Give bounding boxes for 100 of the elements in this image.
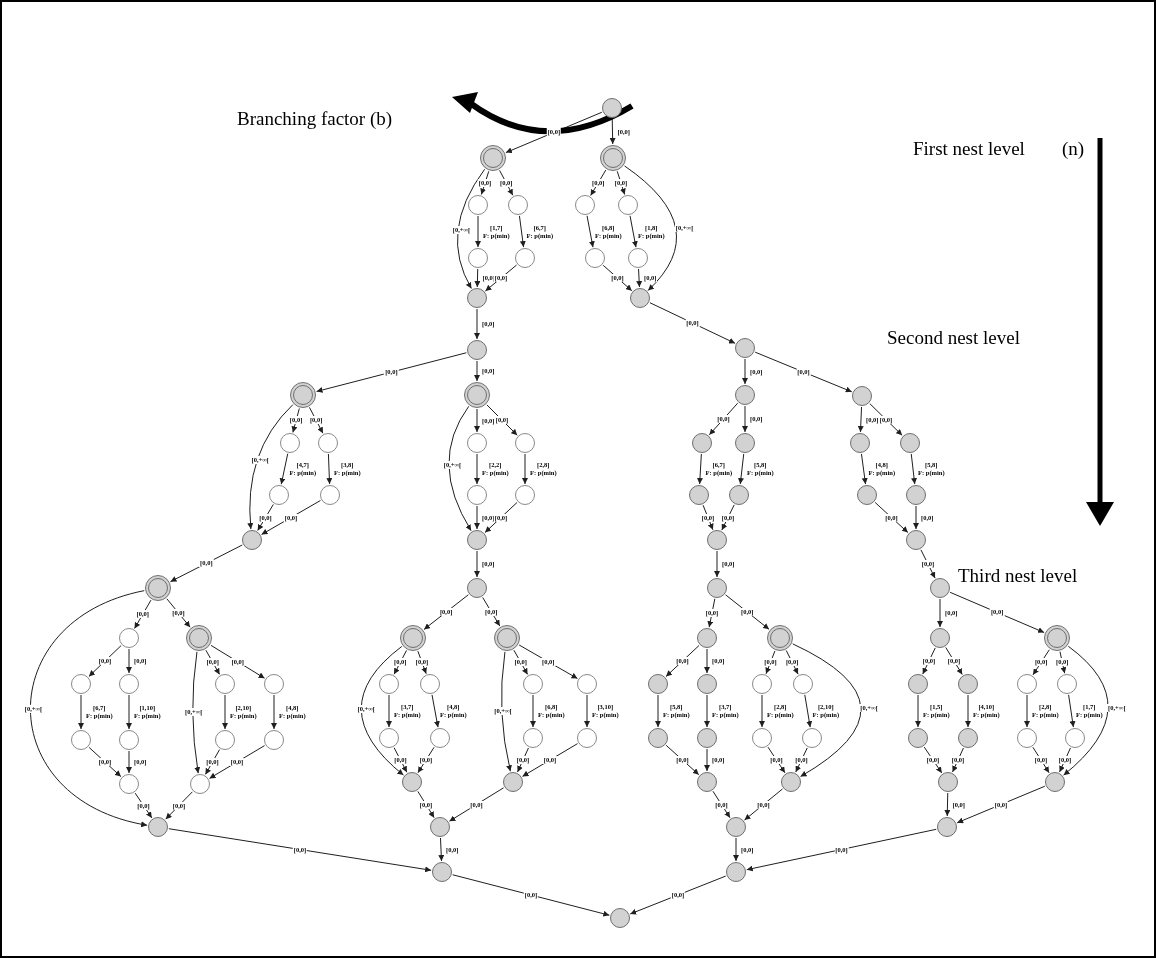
arrow bbox=[869, 403, 903, 436]
empty-state-node bbox=[119, 628, 139, 648]
arrow bbox=[474, 453, 480, 485]
shaded-state-node bbox=[402, 772, 422, 792]
arrow bbox=[204, 749, 221, 775]
shaded-state-node bbox=[630, 288, 650, 308]
empty-state-node bbox=[119, 674, 139, 694]
arrow bbox=[792, 643, 862, 777]
arrow bbox=[291, 408, 300, 433]
arrow bbox=[480, 170, 490, 195]
arrow bbox=[482, 596, 501, 627]
arrow bbox=[1068, 694, 1076, 728]
shaded-state-node bbox=[906, 485, 926, 505]
empty-state-node bbox=[430, 728, 450, 748]
arrow bbox=[1024, 694, 1030, 728]
arrow bbox=[486, 404, 518, 436]
arrow bbox=[742, 405, 748, 433]
arrow bbox=[530, 694, 536, 728]
arrow bbox=[616, 170, 626, 195]
arrow bbox=[704, 648, 710, 674]
arrow bbox=[423, 594, 469, 630]
arrow bbox=[923, 746, 943, 774]
arrow bbox=[949, 591, 1045, 633]
arrow bbox=[522, 453, 528, 485]
shaded-state-node bbox=[735, 385, 755, 405]
arrow bbox=[920, 549, 936, 579]
arrow bbox=[785, 650, 799, 675]
shaded-state-node bbox=[938, 772, 958, 792]
shaded-state-node bbox=[726, 862, 746, 882]
empty-state-node bbox=[71, 730, 91, 750]
arrow bbox=[386, 694, 392, 728]
arrow bbox=[922, 647, 936, 675]
shaded-state-node bbox=[726, 817, 746, 837]
shaded-state-node bbox=[900, 433, 920, 453]
arrow bbox=[499, 169, 514, 196]
arrow bbox=[134, 792, 153, 819]
level-caption: Branching factor (b) bbox=[237, 108, 393, 130]
empty-state-node bbox=[468, 195, 488, 215]
level-caption: (n) bbox=[1062, 138, 1085, 160]
shaded-state-node bbox=[735, 433, 755, 453]
arrow bbox=[417, 790, 435, 819]
empty-state-node bbox=[420, 674, 440, 694]
arrow bbox=[956, 785, 1046, 824]
arrow bbox=[168, 828, 432, 873]
arrow bbox=[913, 505, 919, 530]
shaded-state-node bbox=[735, 338, 755, 358]
arrow bbox=[754, 351, 853, 393]
arrow bbox=[431, 694, 440, 728]
shaded-state-node bbox=[852, 386, 872, 406]
shaded-state-node bbox=[697, 628, 717, 648]
shaded-state-node bbox=[958, 728, 978, 748]
arrow bbox=[725, 594, 770, 630]
arrow bbox=[965, 694, 971, 728]
arrow bbox=[636, 268, 643, 288]
level-caption: Third nest level bbox=[958, 565, 1078, 587]
empty-state-node bbox=[1017, 728, 1037, 748]
empty-state-node bbox=[802, 728, 822, 748]
shaded-state-node bbox=[729, 485, 749, 505]
empty-state-node bbox=[515, 433, 535, 453]
empty-state-node bbox=[1065, 728, 1085, 748]
empty-state-node bbox=[752, 674, 772, 694]
arrow bbox=[474, 308, 480, 340]
arrow bbox=[721, 504, 735, 531]
shaded-state-node bbox=[602, 98, 622, 118]
arrow bbox=[393, 747, 408, 773]
empty-state-node bbox=[379, 674, 399, 694]
arrow bbox=[271, 694, 277, 730]
arrow bbox=[521, 743, 579, 777]
arrow bbox=[205, 649, 221, 675]
shaded-state-node bbox=[958, 674, 978, 694]
arrow bbox=[326, 453, 333, 485]
arrow bbox=[247, 404, 294, 530]
arrow bbox=[518, 215, 526, 248]
arrow bbox=[590, 169, 607, 197]
arrow bbox=[742, 358, 748, 385]
arrow bbox=[279, 453, 289, 485]
arrow bbox=[474, 360, 480, 382]
arrow bbox=[952, 747, 964, 773]
shaded-state-node bbox=[707, 530, 727, 550]
arrow bbox=[737, 453, 745, 485]
arrow bbox=[584, 694, 590, 728]
arrow bbox=[513, 649, 529, 675]
empty-state-node bbox=[1057, 674, 1077, 694]
arrow bbox=[29, 590, 148, 827]
shaded-state-node bbox=[467, 530, 487, 550]
empty-state-node bbox=[468, 248, 488, 268]
shaded-state-node bbox=[908, 674, 928, 694]
arrow bbox=[448, 787, 505, 822]
arrow bbox=[474, 268, 481, 288]
arrow bbox=[1059, 747, 1071, 773]
empty-state-node bbox=[523, 728, 543, 748]
arrow bbox=[746, 828, 937, 872]
empty-state-node bbox=[793, 674, 813, 694]
arrow bbox=[1059, 651, 1067, 674]
arrow bbox=[860, 453, 868, 485]
arrow bbox=[704, 748, 710, 772]
double-ring-state-node bbox=[186, 625, 212, 651]
shaded-state-node bbox=[908, 728, 928, 748]
shaded-state-node bbox=[697, 674, 717, 694]
arrow bbox=[704, 694, 710, 728]
